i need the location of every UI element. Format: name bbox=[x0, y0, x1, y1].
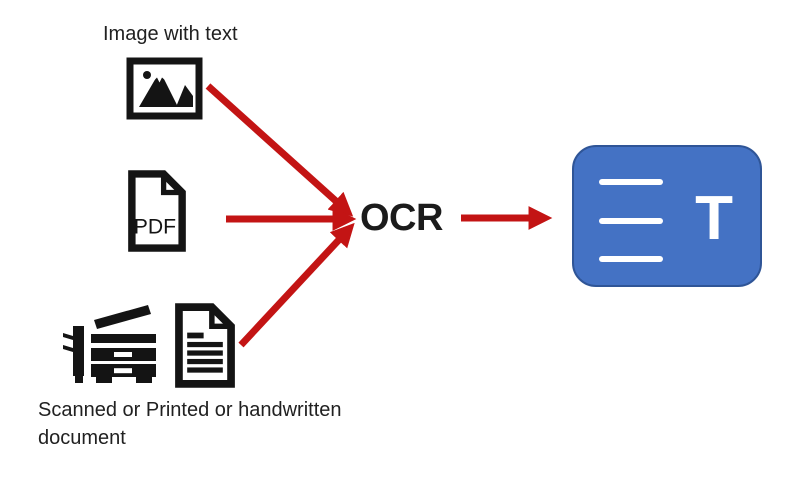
label-image-with-text: Image with text bbox=[103, 23, 238, 45]
pdf-label: PDF bbox=[134, 215, 176, 238]
arrow-image-to-ocr bbox=[205, 83, 354, 217]
text-document-icon bbox=[175, 303, 235, 388]
output-letter-t: T bbox=[695, 184, 733, 253]
text-line bbox=[599, 218, 663, 224]
copier-icon bbox=[63, 305, 156, 383]
image-icon bbox=[126, 57, 203, 120]
text-line bbox=[599, 179, 663, 185]
label-scanned-document: Scanned or Printed or handwritten docume… bbox=[38, 399, 342, 449]
ocr-label: OCR bbox=[360, 197, 443, 239]
text-output-icon: T bbox=[572, 145, 762, 287]
pdf-document-icon: PDF bbox=[128, 170, 186, 252]
text-line bbox=[599, 256, 663, 262]
arrow-scanned-to-ocr bbox=[238, 222, 355, 348]
